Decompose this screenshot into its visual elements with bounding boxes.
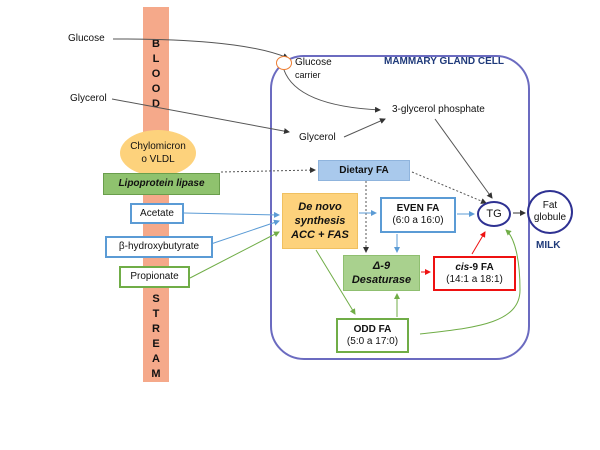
chylomicron-line2: o VLDL	[141, 154, 175, 165]
odd-fa-range: (5:0 a 17:0)	[346, 335, 399, 347]
arrow-lipase-to-dietary-fa	[220, 167, 316, 174]
cis9-fa-title: cis-9 FA	[446, 262, 503, 274]
de-novo-line2: synthesis	[294, 215, 346, 227]
blood-letter: O	[151, 68, 161, 80]
arrow-cis9-to-tg	[471, 231, 486, 255]
desaturase-line2: Desaturase	[351, 274, 412, 286]
stream-label: S T R E A M	[143, 292, 169, 382]
glucose-carrier-icon	[276, 56, 292, 70]
glucose-carrier-label: Glucose carrier	[295, 57, 332, 81]
arrow-odd-fa-to-tg	[419, 229, 521, 335]
glycerol-phosphate-label: 3-glycerol phosphate	[392, 104, 485, 115]
cis9-fa-box: cis-9 FA (14:1 a 18:1)	[433, 256, 516, 291]
fat-globule-line1: Fat	[542, 200, 558, 211]
blood-label: B L O O D	[143, 37, 169, 112]
stream-letter: A	[152, 353, 160, 365]
arrow-de-novo-to-odd-fa	[315, 249, 356, 315]
beta-hydroxybutyrate-box: β-hydroxybutyrate	[105, 236, 213, 258]
arrow-carrier-to-glycerol-phosphate	[283, 69, 381, 113]
chylomicron-vldl-node: Chylomicron o VLDL	[120, 130, 196, 176]
de-novo-synthesis-box: De novo synthesis ACC + FAS	[282, 193, 358, 249]
stream-letter: T	[152, 308, 160, 320]
arrow-propionate-to-de-novo	[189, 231, 280, 279]
glucose-label: Glucose	[68, 33, 105, 44]
cis9-fa-range: (14:1 a 18:1)	[446, 273, 503, 285]
de-novo-line3: ACC + FAS	[291, 229, 349, 241]
cis9-suffix: -9 FA	[469, 261, 494, 273]
de-novo-line1: De novo	[298, 201, 342, 213]
arrow-glucose-to-carrier	[112, 38, 289, 59]
desaturase-line1: Δ-9	[372, 260, 391, 272]
stream-letter: M	[151, 368, 161, 380]
tg-node: TG	[477, 201, 511, 227]
glucose-carrier-line1: Glucose	[295, 57, 332, 68]
glucose-carrier-line2: carrier	[295, 70, 321, 80]
arrow-glycerol-to-cell	[111, 98, 290, 135]
blood-letter: D	[152, 98, 160, 110]
fat-globule-line2: globule	[533, 212, 567, 223]
even-fa-range: (6:0 a 16:0)	[392, 215, 444, 226]
stream-letter: R	[152, 323, 160, 335]
lipoprotein-lipase-box: Lipoprotein lipase	[103, 173, 220, 195]
dietary-fa-box: Dietary FA	[318, 160, 410, 181]
milk-label: MILK	[536, 240, 561, 251]
even-fa-title: EVEN FA	[396, 203, 440, 214]
blood-letter: O	[151, 83, 161, 95]
propionate-box: Propionate	[119, 266, 190, 288]
odd-fa-title: ODD FA	[353, 323, 392, 335]
blood-letter: B	[152, 38, 160, 50]
arrow-glycerol-to-glycerol-phosphate	[343, 118, 386, 138]
cell-title: MAMMARY GLAND CELL	[384, 56, 504, 67]
acetate-box: Acetate	[130, 203, 184, 224]
odd-fa-box: ODD FA (5:0 a 17:0)	[336, 318, 409, 353]
arrow-bhb-to-de-novo	[204, 219, 280, 247]
glycerol-cell-label: Glycerol	[299, 132, 336, 143]
delta9-desaturase-box: Δ-9 Desaturase	[343, 255, 420, 291]
stream-letter: S	[152, 293, 160, 305]
even-fa-box: EVEN FA (6:0 a 16:0)	[380, 197, 456, 233]
glycerol-blood-label: Glycerol	[70, 93, 107, 104]
arrow-glycerol-phosphate-to-tg	[434, 118, 493, 199]
blood-letter: L	[152, 53, 160, 65]
arrow-dietary-fa-to-tg	[411, 171, 487, 204]
stream-letter: E	[152, 338, 160, 350]
cis9-prefix: cis	[455, 261, 470, 273]
chylomicron-line1: Chylomicron	[130, 141, 186, 152]
arrow-acetate-to-de-novo	[183, 211, 280, 218]
fat-globule-node: Fat globule	[527, 190, 573, 234]
